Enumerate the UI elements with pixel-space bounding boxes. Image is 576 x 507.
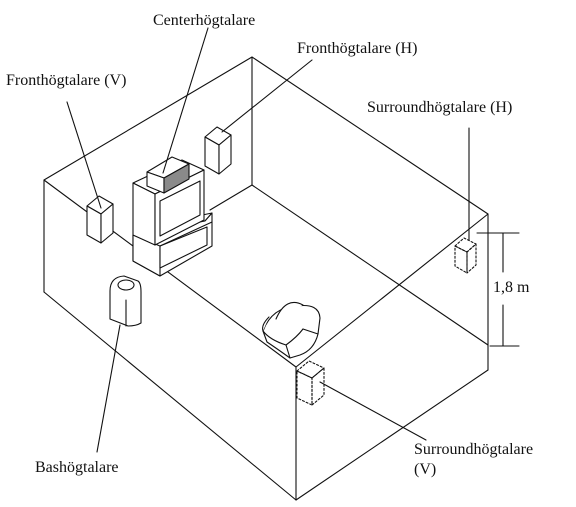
room-box [43, 56, 489, 501]
room-floor-back-right [251, 184, 489, 346]
height-dimension [476, 232, 520, 347]
label-surround-speaker-left: Surroundhögtalare [414, 441, 534, 458]
room-floor-front-right [295, 369, 489, 501]
front-right-speaker [204, 126, 232, 175]
label-surround-speaker-left-suffix: (V) [414, 461, 437, 478]
label-subwoofer: Bashögtalare [35, 459, 119, 476]
center-speaker [146, 156, 190, 194]
label-center-speaker: Centerhögtalare [153, 12, 256, 29]
subwoofer [109, 275, 142, 327]
room-floor-back-left [209, 184, 253, 211]
surround-left-speaker [296, 360, 325, 406]
label-height-measure: 1,8 m [493, 279, 530, 296]
leader-surround-left [319, 381, 427, 441]
front-left-speaker [86, 195, 114, 244]
room-floor-front-left [43, 291, 297, 501]
leader-front-right [221, 59, 313, 133]
leader-center-speaker [162, 27, 209, 174]
armchair [262, 301, 321, 359]
label-front-speaker-right: Fronthögtalare (H) [297, 40, 418, 57]
label-surround-speaker-right: Surroundhögtalare (H) [367, 99, 513, 116]
leader-front-left [66, 101, 102, 209]
label-front-speaker-left: Fronthögtalare (V) [6, 72, 127, 89]
surround-right-speaker [454, 237, 477, 274]
leader-subwoofer [96, 324, 121, 453]
